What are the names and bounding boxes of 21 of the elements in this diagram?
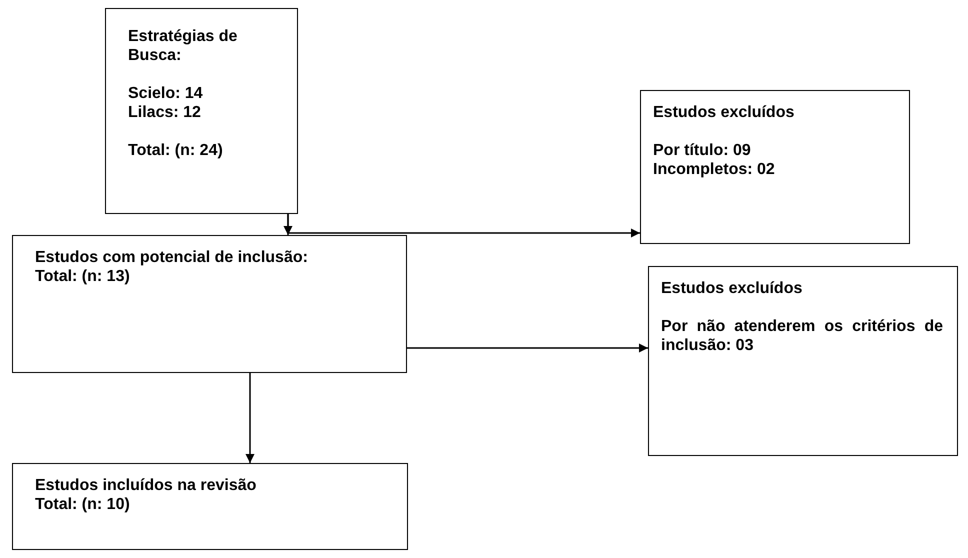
box-text: Scielo: 14 — [128, 84, 204, 103]
box-text: Por título: 09 — [653, 141, 752, 160]
box-text: Total: (n: 10) — [35, 495, 131, 514]
arrow — [407, 344, 648, 352]
box-heading: Estratégias de Busca: — [128, 27, 238, 65]
arrow — [246, 373, 254, 463]
box-text: Lilacs: 12 — [128, 103, 202, 122]
box-heading: Estudos com potencial de inclusão: — [35, 248, 309, 267]
box-text: Incompletos: 02 — [653, 160, 776, 179]
box-text: Total: (n: 13) — [35, 267, 131, 286]
box-heading: Estudos incluídos na revisão — [35, 476, 258, 495]
process-box — [648, 266, 958, 456]
process-box — [12, 235, 407, 373]
box-text: Por não atenderem os critérios de inclusão: 03 — [661, 317, 943, 355]
box-text: Total: (n: 24) — [128, 141, 224, 160]
box-heading: Estudos excluídos — [661, 279, 804, 298]
arrow — [287, 214, 640, 238]
process-box — [640, 90, 910, 244]
process-box — [105, 8, 298, 214]
process-box — [12, 463, 408, 550]
box-heading: Estudos excluídos — [653, 103, 796, 122]
